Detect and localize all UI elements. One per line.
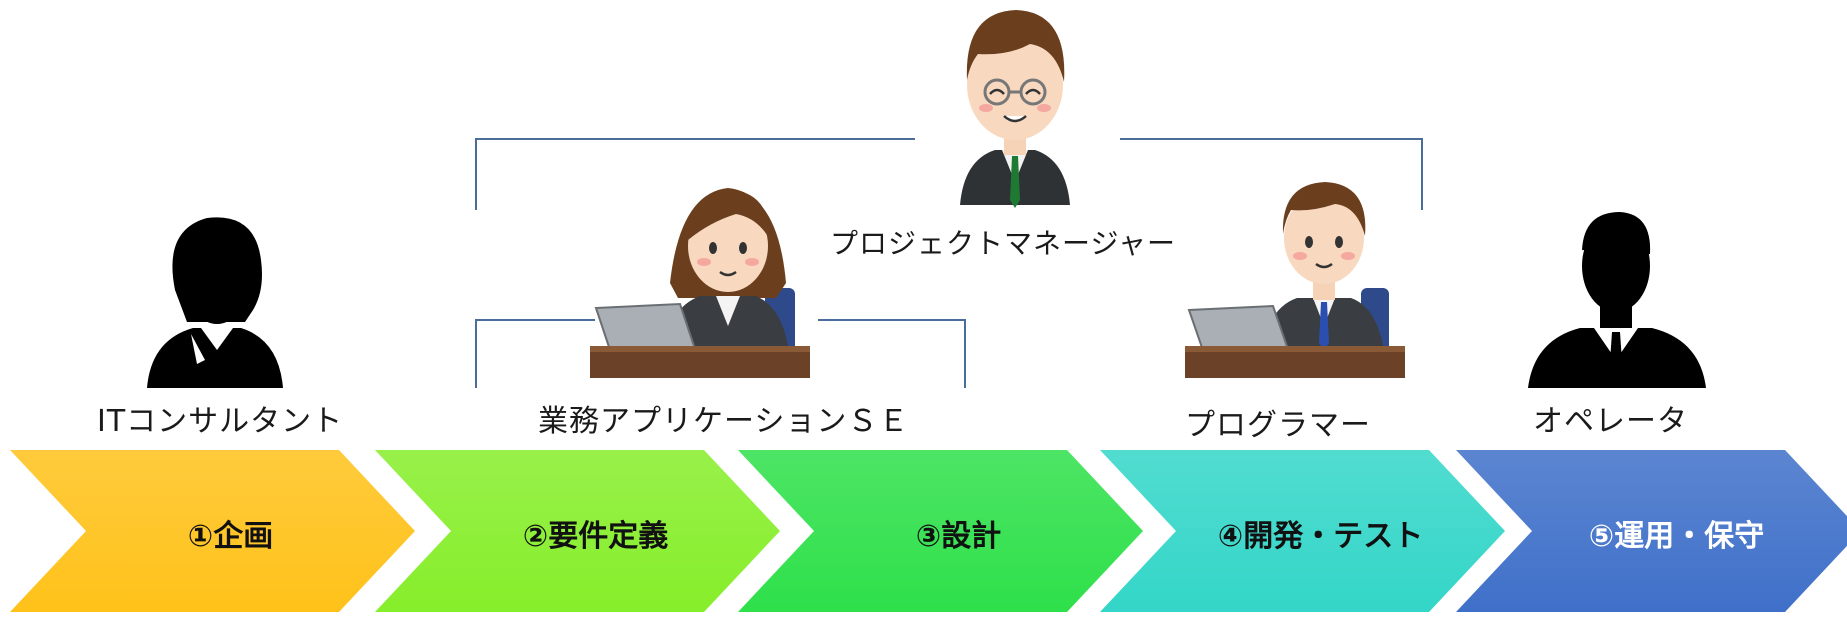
role-label-consultant: ITコンサルタント — [97, 404, 344, 439]
phase-label-5: ⑤運用・保守 — [1588, 519, 1765, 554]
female-silhouette-icon — [147, 217, 283, 388]
role-label-operator: オペレータ — [1533, 404, 1688, 439]
phase-label-3: ③設計 — [915, 519, 1002, 554]
role-label-project-manager: プロジェクトマネージャー — [830, 227, 1177, 260]
phase-arrow-1 — [10, 450, 415, 612]
role-label-programmer: プログラマー — [1185, 408, 1371, 443]
male-silhouette-icon — [1528, 212, 1706, 388]
pm-bracket — [475, 138, 1423, 210]
se-bracket — [475, 319, 966, 388]
phase-arrow-2 — [375, 450, 780, 612]
man-with-glasses-icon — [960, 10, 1070, 208]
phase-arrow-3 — [738, 450, 1143, 612]
phase-arrow-5 — [1456, 450, 1847, 612]
phase-label-2: ②要件定義 — [522, 519, 669, 554]
man-at-laptop-icon — [1185, 182, 1405, 378]
phase-arrow-4 — [1100, 450, 1505, 612]
woman-at-laptop-icon — [590, 188, 810, 378]
role-label-business-se: 業務アプリケーションＳＥ — [538, 404, 910, 439]
phase-label-1: ①企画 — [187, 519, 274, 554]
phase-label-4: ④開発・テスト — [1217, 519, 1424, 554]
